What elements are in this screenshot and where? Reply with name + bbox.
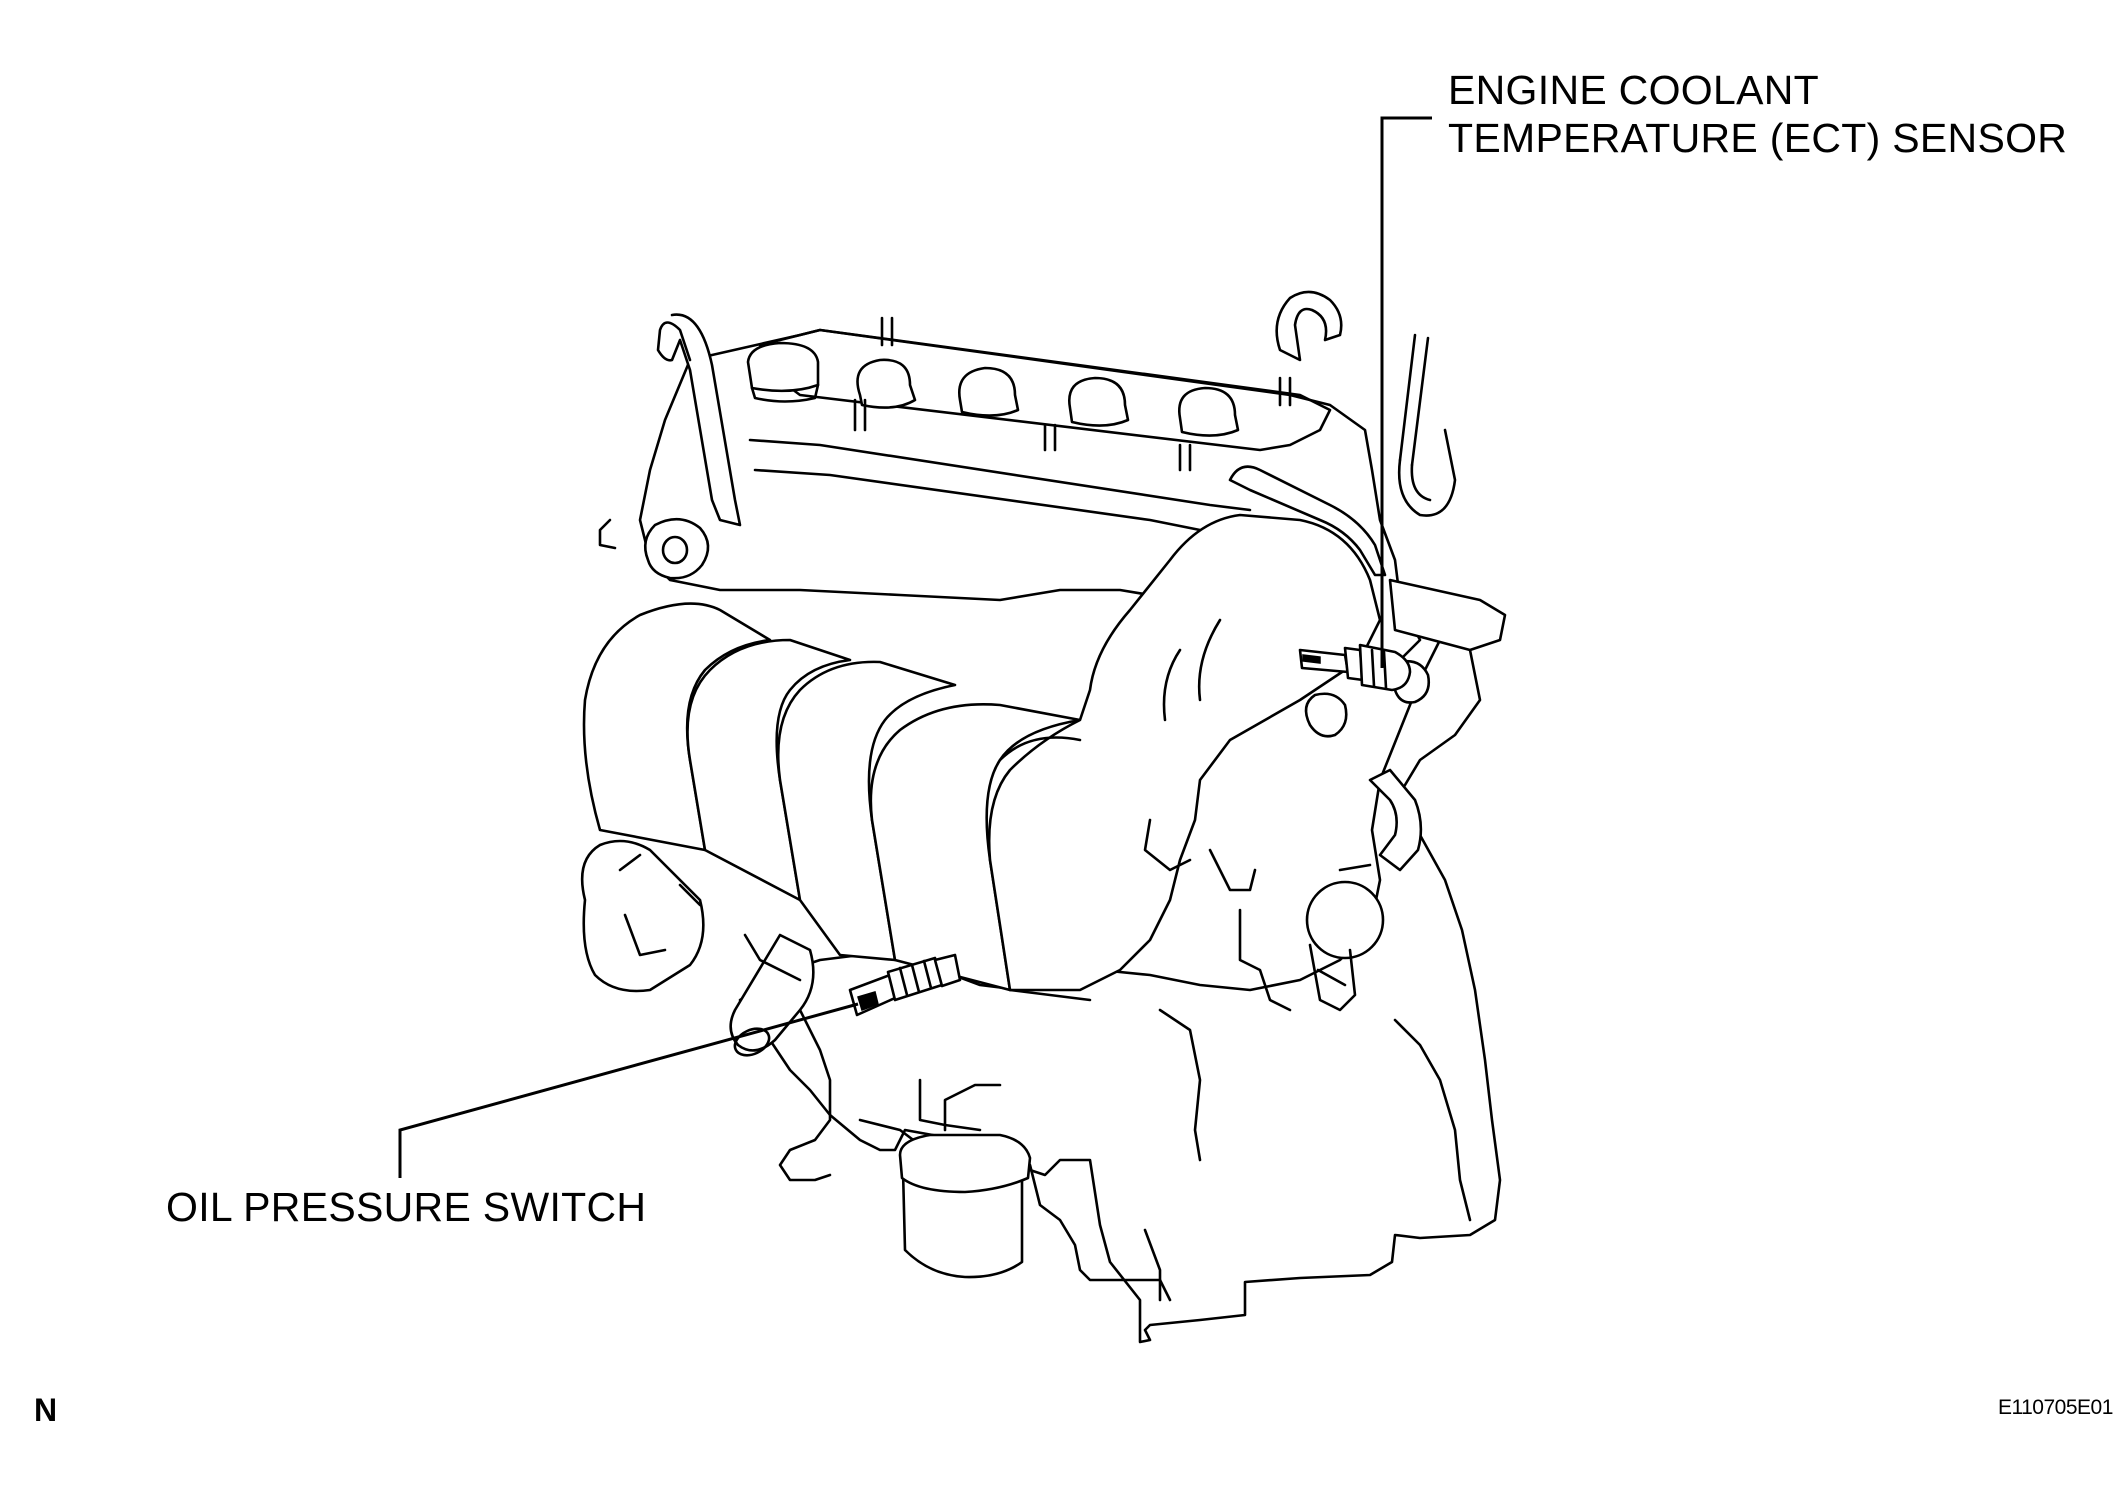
top-pipes bbox=[656, 290, 1457, 527]
engine-block bbox=[738, 608, 1502, 1344]
corner-letter: N bbox=[34, 1392, 58, 1428]
oil-pressure-switch-part bbox=[848, 953, 962, 1017]
ect-sensor-callout: ENGINE COOLANT TEMPERATURE (ECT) SENSOR bbox=[1448, 66, 2067, 162]
ect-callout-line-1: ENGINE COOLANT bbox=[1448, 67, 1819, 113]
figure-code: E110705E01 bbox=[1998, 1396, 2113, 1419]
ect-sensor-part bbox=[1298, 643, 1412, 692]
ect-callout-line-2: TEMPERATURE (ECT) SENSOR bbox=[1448, 115, 2068, 161]
ect-leader-line bbox=[1380, 116, 1432, 668]
intake-manifold bbox=[580, 465, 1507, 1057]
oil-leader-line bbox=[398, 1002, 859, 1178]
oil-pressure-switch-callout: OIL PRESSURE SWITCH bbox=[166, 1184, 647, 1230]
